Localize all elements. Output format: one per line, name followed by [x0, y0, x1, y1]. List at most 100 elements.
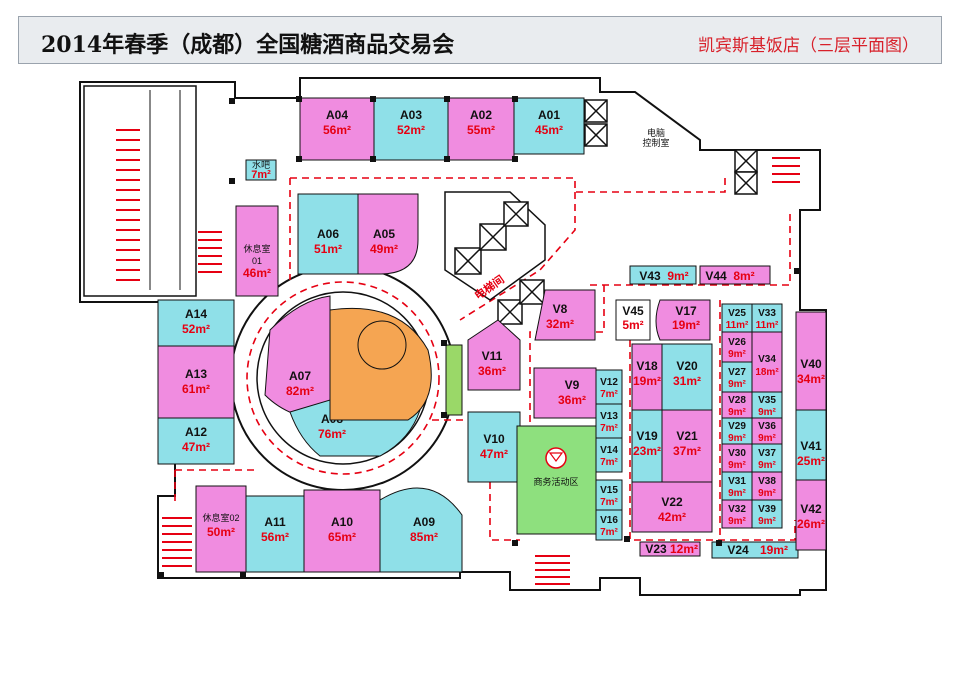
booth-area: 76m²	[318, 427, 346, 441]
booth-area: 31m²	[673, 374, 701, 388]
booth-id: A03	[400, 108, 422, 122]
computer-room-label: 电脑	[647, 127, 665, 139]
booth-area: 19m²	[760, 543, 788, 557]
booth-V20[interactable]: V20 31m²	[661, 343, 713, 411]
booth-area: 9m²	[728, 379, 746, 390]
booth-V37[interactable]: V37 9m²	[751, 443, 783, 473]
booth-A09[interactable]: A09 85m²	[379, 487, 463, 573]
booth-V8[interactable]: V8 32m²	[534, 289, 596, 341]
booth-A12[interactable]: A12 47m²	[157, 417, 235, 465]
booth-V33[interactable]: V33 11m²	[751, 303, 783, 333]
booth-area: 9m²	[758, 433, 776, 444]
rest-room-01[interactable]: 休息室 01 46m²	[235, 205, 279, 297]
booth-V13[interactable]: V13 7m²	[595, 403, 623, 439]
booth-id: V41	[800, 439, 822, 453]
water-bar[interactable]: 水吧 7m²	[245, 159, 277, 181]
booth-area: 37m²	[673, 444, 701, 458]
booth-V16[interactable]: V16 7m²	[595, 509, 623, 541]
booth-id: V38	[758, 476, 776, 487]
booth-V34[interactable]: V34 18m²	[751, 331, 783, 393]
booth-V44[interactable]: V44 8m²	[699, 265, 771, 285]
booth-area: 36m²	[478, 364, 506, 378]
booth-V42[interactable]: V42 26m²	[795, 479, 827, 551]
booth-V12[interactable]: V12 7m²	[595, 369, 623, 405]
booth-A06[interactable]: A06 51m²	[297, 193, 359, 275]
booth-id: V19	[636, 429, 658, 443]
water-bar-label: 水吧	[252, 159, 270, 170]
booth-A11[interactable]: A11 56m²	[245, 495, 305, 573]
booth-area: 7m²	[600, 389, 618, 400]
booth-V40[interactable]: V40 34m²	[795, 311, 827, 411]
booth-id: V37	[758, 448, 776, 459]
booth-V41[interactable]: V41 25m²	[795, 409, 827, 481]
booth-V45[interactable]: V45 5m²	[615, 299, 651, 341]
booth-V22[interactable]: V22 42m²	[631, 481, 713, 533]
booth-V26[interactable]: V26 9m²	[721, 331, 753, 363]
booth-V35[interactable]: V35 9m²	[751, 391, 783, 419]
booth-area: 7m²	[600, 527, 618, 538]
booth-id: V44	[705, 269, 727, 283]
booth-id: V23	[645, 542, 667, 556]
booth-area: 55m²	[467, 123, 495, 137]
booth-A14[interactable]: A14 52m²	[157, 299, 235, 347]
booth-V11[interactable]: V11 36m²	[467, 319, 521, 391]
booth-V29[interactable]: V29 9m²	[721, 417, 753, 445]
booth-id: A05	[373, 227, 395, 241]
booth-A13[interactable]: A13 61m²	[157, 345, 235, 419]
booth-V23[interactable]: V23 12m²	[639, 541, 701, 557]
booth-id: V10	[483, 432, 505, 446]
booth-area: 85m²	[410, 530, 438, 544]
booth-V25[interactable]: V25 11m²	[721, 303, 753, 333]
booth-A04[interactable]: A04 56m²	[299, 97, 375, 161]
booth-A03[interactable]: A03 52m²	[373, 97, 449, 161]
booth-V21[interactable]: V21 37m²	[661, 409, 713, 483]
booth-column-V12-V16: V12 7m² V13 7m² V14 7m² V15 7m² V16 7m²	[595, 369, 623, 541]
booth-V28[interactable]: V28 9m²	[721, 391, 753, 419]
booth-V38[interactable]: V38 9m²	[751, 471, 783, 501]
booth-V36[interactable]: V36 9m²	[751, 417, 783, 445]
booth-id: A01	[538, 108, 560, 122]
booth-V24[interactable]: V24 19m²	[711, 541, 799, 559]
booth-id: V11	[482, 349, 503, 363]
booth-area: 11m²	[756, 320, 779, 331]
booth-id: V18	[636, 359, 658, 373]
booth-area: 9m²	[758, 488, 776, 499]
booth-V43[interactable]: V43 9m²	[629, 265, 697, 285]
booth-A02[interactable]: A02 55m²	[447, 97, 515, 161]
booth-V32[interactable]: V32 9m²	[721, 499, 753, 529]
booth-A05[interactable]: A05 49m²	[357, 193, 419, 275]
booth-area: 47m²	[480, 447, 508, 461]
booth-A07[interactable]: A07 82m²	[264, 295, 331, 421]
booth-V27[interactable]: V27 9m²	[721, 361, 753, 393]
booth-V31[interactable]: V31 9m²	[721, 471, 753, 501]
booth-id: V45	[622, 304, 644, 318]
booth-V18[interactable]: V18 19m²	[631, 343, 663, 411]
booth-area: 5m²	[622, 318, 643, 332]
water-bar-area: 7m²	[251, 169, 271, 181]
booth-id: A14	[185, 307, 207, 321]
pillars	[158, 96, 800, 578]
booth-id: V39	[758, 504, 776, 515]
booth-id: A10	[331, 515, 353, 529]
booth-V19[interactable]: V19 23m²	[631, 409, 663, 483]
booth-A01[interactable]: A01 45m²	[513, 97, 585, 155]
booth-V9[interactable]: V9 36m²	[533, 367, 597, 419]
booth-area: 52m²	[182, 322, 210, 336]
booth-id: A13	[185, 367, 207, 381]
booth-V10[interactable]: V10 47m²	[467, 411, 521, 483]
booth-area: 9m²	[758, 516, 776, 527]
booth-V17[interactable]: V17 19m²	[655, 299, 711, 341]
elevator-block	[444, 99, 758, 325]
booth-id: V9	[565, 378, 580, 392]
booth-id: V13	[600, 411, 618, 422]
business-area[interactable]: 商务活动区	[516, 425, 597, 535]
left-stairwell	[83, 85, 222, 297]
rest-room-02[interactable]: 休息室02 50m²	[195, 485, 247, 573]
booth-V30[interactable]: V30 9m²	[721, 443, 753, 473]
booth-V14[interactable]: V14 7m²	[595, 437, 623, 473]
booth-V39[interactable]: V39 9m²	[751, 499, 783, 529]
booth-id: V34	[758, 354, 776, 365]
booth-V15[interactable]: V15 7m²	[595, 479, 623, 511]
booth-A10[interactable]: A10 65m²	[303, 489, 381, 573]
